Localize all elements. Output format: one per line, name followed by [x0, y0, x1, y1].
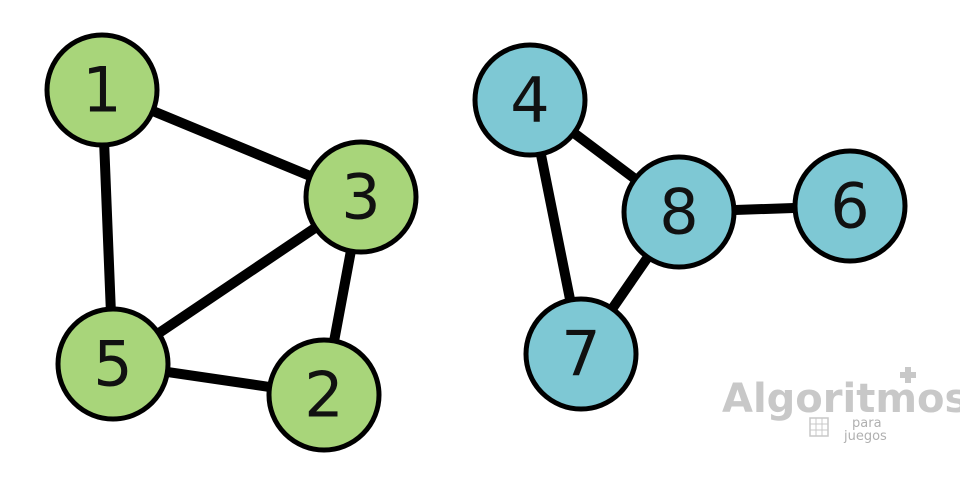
node-circle-6: [792, 148, 908, 264]
node-2: 2: [266, 337, 382, 453]
logo-grid-icon: [809, 417, 829, 437]
node-circle-3: [303, 139, 419, 255]
node-label-4: 4: [510, 64, 549, 137]
logo-sub-text-2: juegos: [843, 429, 887, 444]
node-label-7: 7: [561, 318, 600, 391]
node-label-2: 2: [304, 359, 343, 432]
node-8: 8: [621, 154, 737, 270]
node-circle-7: [523, 296, 639, 412]
logo-sub-text-1: para: [852, 416, 882, 431]
logo-gamepad-icon: [900, 367, 916, 383]
node-4: 4: [472, 42, 588, 158]
node-7: 7: [523, 296, 639, 412]
node-circle-5: [55, 306, 171, 422]
node-label-6: 6: [830, 170, 869, 243]
node-1: 1: [44, 32, 160, 148]
algoritmos-logo: Algoritmos para juegos: [722, 367, 960, 444]
node-circle-8: [621, 154, 737, 270]
logo-main-text: Algoritmos: [722, 376, 960, 422]
node-circle-4: [472, 42, 588, 158]
nodes-layer: 1 3 5 2 4 8 6 7: [44, 32, 908, 453]
node-6: 6: [792, 148, 908, 264]
node-label-8: 8: [659, 176, 698, 249]
node-circle-2: [266, 337, 382, 453]
node-5: 5: [55, 306, 171, 422]
node-label-1: 1: [82, 54, 121, 127]
edges-layer: [97, 85, 855, 400]
node-label-3: 3: [341, 161, 380, 234]
node-circle-1: [44, 32, 160, 148]
node-3: 3: [303, 139, 419, 255]
node-label-5: 5: [93, 328, 132, 401]
